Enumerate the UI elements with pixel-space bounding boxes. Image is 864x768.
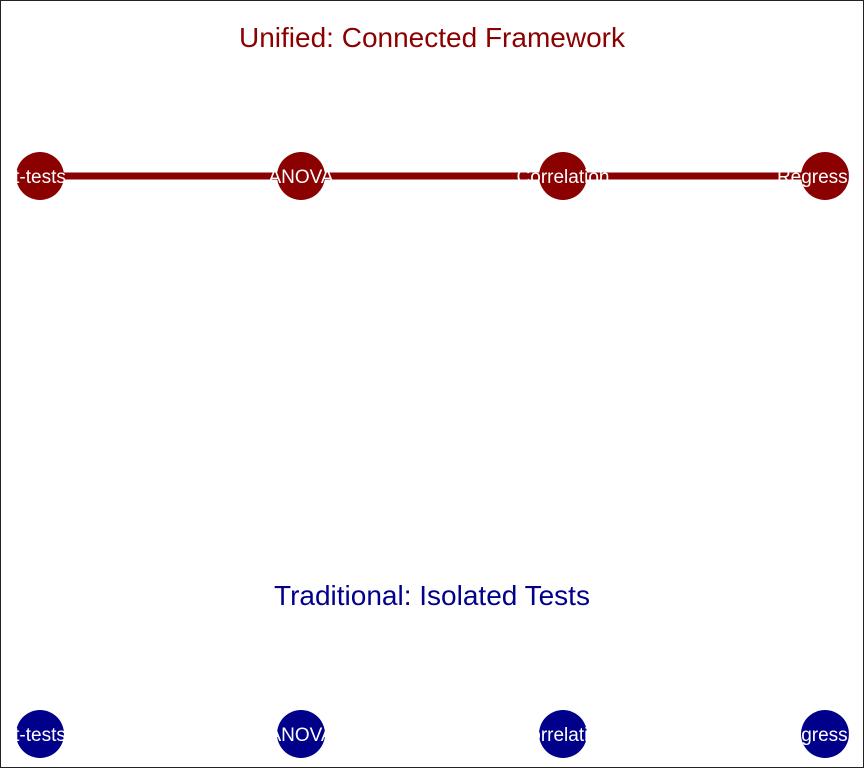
traditional-node-correlation: Correlation (517, 710, 610, 758)
traditional-node-t-tests: t-tests (14, 710, 66, 758)
traditional-node-label: Correlation (517, 725, 610, 746)
traditional-node-circle (539, 710, 587, 758)
traditional-nodes: t-tests ANOVA Correlation Regression (14, 710, 863, 758)
traditional-node-circle (277, 710, 325, 758)
unified-node-circle (801, 152, 849, 200)
unified-node-label: Regression (777, 167, 863, 188)
unified-node-label: t-tests (14, 167, 66, 188)
traditional-node-regression: Regression (777, 710, 863, 758)
traditional-node-label: Regression (777, 725, 863, 746)
unified-node-correlation: Correlation (517, 152, 610, 200)
unified-nodes: t-tests ANOVA Correlation Regression (14, 152, 863, 200)
traditional-node-circle (801, 710, 849, 758)
unified-node-label: ANOVA (268, 167, 333, 188)
unified-node-circle (277, 152, 325, 200)
unified-node-t-tests: t-tests (14, 152, 66, 200)
traditional-node-anova: ANOVA (268, 710, 334, 758)
unified-node-regression: Regression (777, 152, 863, 200)
traditional-node-label: t-tests (14, 725, 66, 746)
traditional-panel-title: Traditional: Isolated Tests (274, 580, 590, 611)
unified-node-anova: ANOVA (268, 152, 334, 200)
unified-panel-title: Unified: Connected Framework (239, 22, 626, 53)
traditional-node-circle (16, 710, 64, 758)
unified-node-circle (539, 152, 587, 200)
unified-node-circle (16, 152, 64, 200)
traditional-node-label: ANOVA (268, 725, 333, 746)
unified-node-label: Correlation (517, 167, 610, 188)
